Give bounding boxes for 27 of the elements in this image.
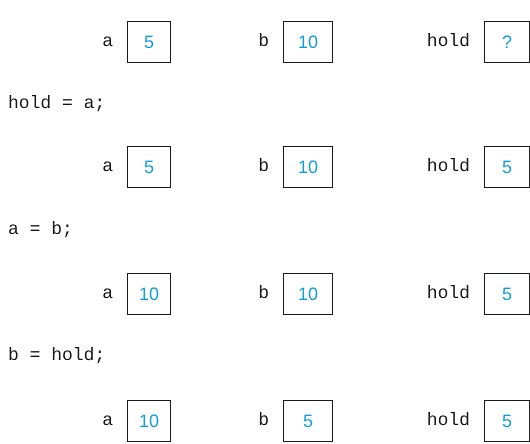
value-text: 5 [302, 410, 313, 432]
code-statement: a = b; [8, 220, 73, 240]
value-text: 10 [138, 284, 160, 304]
value-text: 10 [298, 284, 318, 304]
variable-name: hold [426, 32, 470, 52]
value-text: 10 [298, 32, 318, 52]
variable-name: a [102, 411, 113, 431]
variable-name: hold [426, 284, 470, 304]
variable-name: a [102, 32, 113, 52]
value-text: 10 [298, 156, 318, 178]
variable-name: b [258, 411, 269, 431]
variable-name: b [258, 157, 269, 177]
variable-name: a [102, 284, 113, 304]
value-text: 5 [144, 156, 154, 178]
variable-name: b [258, 32, 269, 52]
code-statement: hold = a; [8, 94, 106, 114]
value-text: 5 [502, 284, 512, 304]
value-text: 5 [502, 410, 512, 432]
value-text: ? [502, 32, 512, 52]
variable-name: hold [426, 411, 470, 431]
value-text: 5 [502, 156, 512, 178]
variable-name: hold [426, 157, 470, 177]
variable-name: b [258, 284, 269, 304]
value-text: 5 [144, 32, 154, 52]
code-statement: b = hold; [8, 346, 106, 366]
value-text: 10 [138, 410, 160, 432]
variable-name: a [102, 157, 113, 177]
